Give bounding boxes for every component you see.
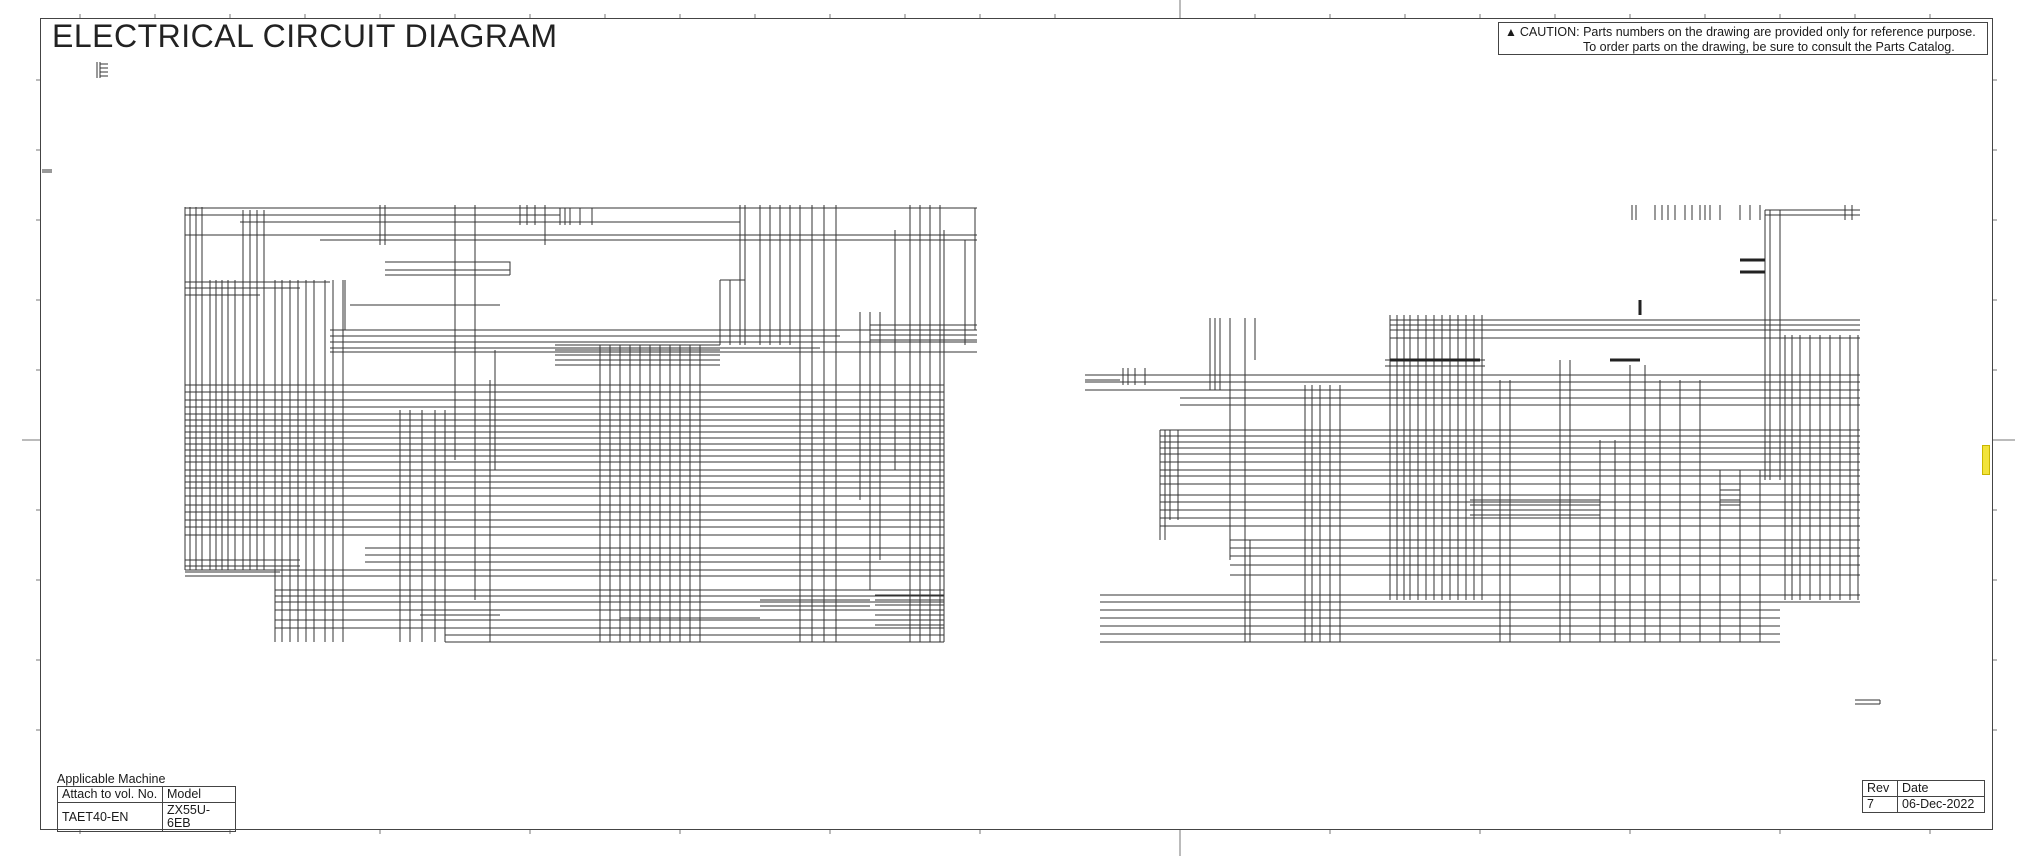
table-row: Attach to vol. No. Model [57,786,236,803]
frame-ticks [22,0,2015,856]
applicable-machine-label: Applicable Machine [57,772,166,786]
table-row: 7 06-Dec-2022 [1862,796,1985,813]
date-value: 06-Dec-2022 [1897,796,1985,813]
revision-highlight-marker [1982,445,1990,475]
table-row: Rev Date [1862,780,1985,797]
caution-line-1: CAUTION: Parts numbers on the drawing ar… [1519,25,1976,39]
caution-line-2: To order parts on the drawing, be sure t… [1583,40,1955,54]
date-header: Date [1897,780,1985,797]
model-value: ZX55U-6EB [162,802,236,832]
drawing-frame [40,18,1993,830]
model-header: Model [162,786,236,803]
connector-stubs [42,62,1881,705]
table-row: TAET40-EN ZX55U-6EB [57,802,236,832]
attach-vol-value: TAET40-EN [57,802,163,832]
revision-table: Rev Date 7 06-Dec-2022 [1862,780,1985,813]
diagram-title: ELECTRICAL CIRCUIT DIAGRAM [52,18,558,54]
rev-header: Rev [1862,780,1898,797]
warning-triangle-icon: ▲ [1505,25,1517,39]
left-circuit-block [184,205,977,643]
applicable-machine-table: Attach to vol. No. Model TAET40-EN ZX55U… [57,786,236,832]
caution-note: ▲CAUTION: Parts numbers on the drawing a… [1498,22,1988,55]
attach-vol-header: Attach to vol. No. [57,786,163,803]
rev-value: 7 [1862,796,1898,813]
right-circuit-block [1085,209,1860,643]
dark-connector-blocks [1390,258,1765,362]
